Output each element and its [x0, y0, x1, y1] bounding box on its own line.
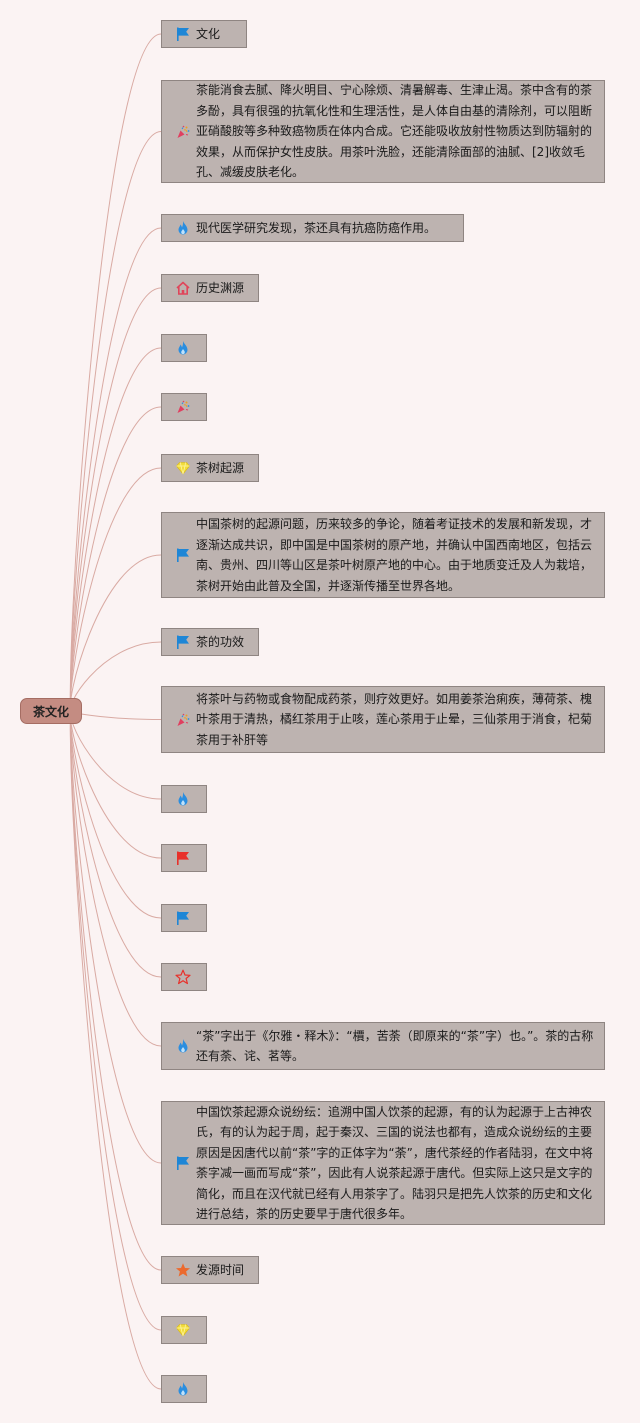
branch-link — [69, 227, 162, 712]
home-icon — [175, 280, 191, 296]
topic-node[interactable]: 茶能消食去腻、降火明目、宁心除烦、清暑解毒、生津止渴。茶中含有的茶多酚，具有很强… — [161, 80, 605, 183]
branch-link — [69, 710, 162, 1390]
blue-flag-icon — [175, 634, 191, 650]
blue-flag-icon — [175, 1155, 191, 1171]
topic-node[interactable] — [161, 334, 207, 362]
blue-flag-icon — [175, 547, 191, 563]
topic-node[interactable] — [161, 844, 207, 872]
topic-text: 茶能消食去腻、降火明目、宁心除烦、清暑解毒、生津止渴。茶中含有的茶多酚，具有很强… — [196, 83, 593, 180]
branch-link — [69, 554, 162, 712]
topic-text: 发源时间 — [196, 1262, 245, 1277]
branch-link — [69, 406, 162, 712]
topic-node[interactable]: “茶”字出于《尔雅・释木》：“檟，苦荼（即原来的“茶”字）也。”。茶的古称还有荼… — [161, 1022, 605, 1070]
topic-node[interactable] — [161, 785, 207, 813]
topic-node[interactable] — [161, 963, 207, 991]
topic-node[interactable]: 中国饮茶起源众说纷纭：追溯中国人饮茶的起源，有的认为起源于上古神农氏，有的认为起… — [161, 1101, 605, 1225]
red-flag-icon — [175, 850, 191, 866]
topic-text: “茶”字出于《尔雅・释木》：“檟，苦荼（即原来的“茶”字）也。”。茶的古称还有荼… — [196, 1028, 594, 1064]
branch-link — [70, 710, 162, 800]
party-popper-icon — [175, 399, 191, 415]
topic-node[interactable]: 茶树起源 — [161, 454, 259, 482]
topic-node[interactable] — [161, 904, 207, 932]
topic-node[interactable] — [161, 393, 207, 421]
topic-text: 将茶叶与药物或食物配成药茶，则疗效更好。如用姜茶治痢疾，薄荷茶、槐叶茶用于清热，… — [196, 691, 593, 747]
topic-node[interactable]: 发源时间 — [161, 1256, 259, 1284]
topic-node[interactable]: 历史渊源 — [161, 274, 259, 302]
topic-node[interactable]: 茶的功效 — [161, 628, 259, 656]
branch-link — [69, 710, 162, 919]
diamond-icon — [175, 460, 191, 476]
topic-text: 历史渊源 — [196, 280, 245, 295]
blue-flag-icon — [175, 910, 191, 926]
topic-node[interactable]: 现代医学研究发现，茶还具有抗癌防癌作用。 — [161, 214, 464, 242]
topic-text: 中国茶树的起源问题，历来较多的争论，随着考证技术的发展和新发现，才逐渐达成共识，… — [196, 517, 593, 593]
star-filled-icon — [175, 1262, 191, 1278]
blue-flag-icon — [175, 26, 191, 42]
topic-text: 现代医学研究发现，茶还具有抗癌防癌作用。 — [196, 220, 437, 235]
branch-link — [69, 131, 162, 712]
flame-icon — [175, 791, 191, 807]
topic-text: 文化 — [196, 26, 221, 41]
branch-link — [69, 710, 162, 1331]
topic-node[interactable]: 将茶叶与药物或食物配成药茶，则疗效更好。如用姜茶治痢疾，薄荷茶、槐叶茶用于清热，… — [161, 686, 605, 753]
branch-link — [69, 347, 162, 712]
diamond-icon — [175, 1322, 191, 1338]
flame-icon — [175, 1381, 191, 1397]
topic-text: 茶树起源 — [196, 460, 245, 475]
branch-link — [69, 33, 162, 712]
topic-text: 茶的功效 — [196, 634, 245, 649]
branch-link — [70, 710, 162, 859]
branch-link — [69, 710, 162, 720]
branch-link — [70, 641, 162, 712]
topic-node[interactable] — [161, 1375, 207, 1403]
topic-node[interactable]: 中国茶树的起源问题，历来较多的争论，随着考证技术的发展和新发现，才逐渐达成共识，… — [161, 512, 605, 598]
topic-text: 中国饮茶起源众说纷纭：追溯中国人饮茶的起源，有的认为起源于上古神农氏，有的认为起… — [196, 1104, 593, 1222]
root-label: 茶文化 — [32, 704, 69, 719]
topic-node[interactable]: 文化 — [161, 20, 247, 48]
topic-node[interactable] — [161, 1316, 207, 1344]
party-popper-icon — [175, 712, 191, 728]
flame-icon — [175, 1038, 191, 1054]
star-outline-icon — [175, 969, 191, 985]
flame-icon — [175, 220, 191, 236]
root-node[interactable]: 茶文化 — [20, 698, 82, 724]
party-popper-icon — [175, 124, 191, 140]
flame-icon — [175, 340, 191, 356]
